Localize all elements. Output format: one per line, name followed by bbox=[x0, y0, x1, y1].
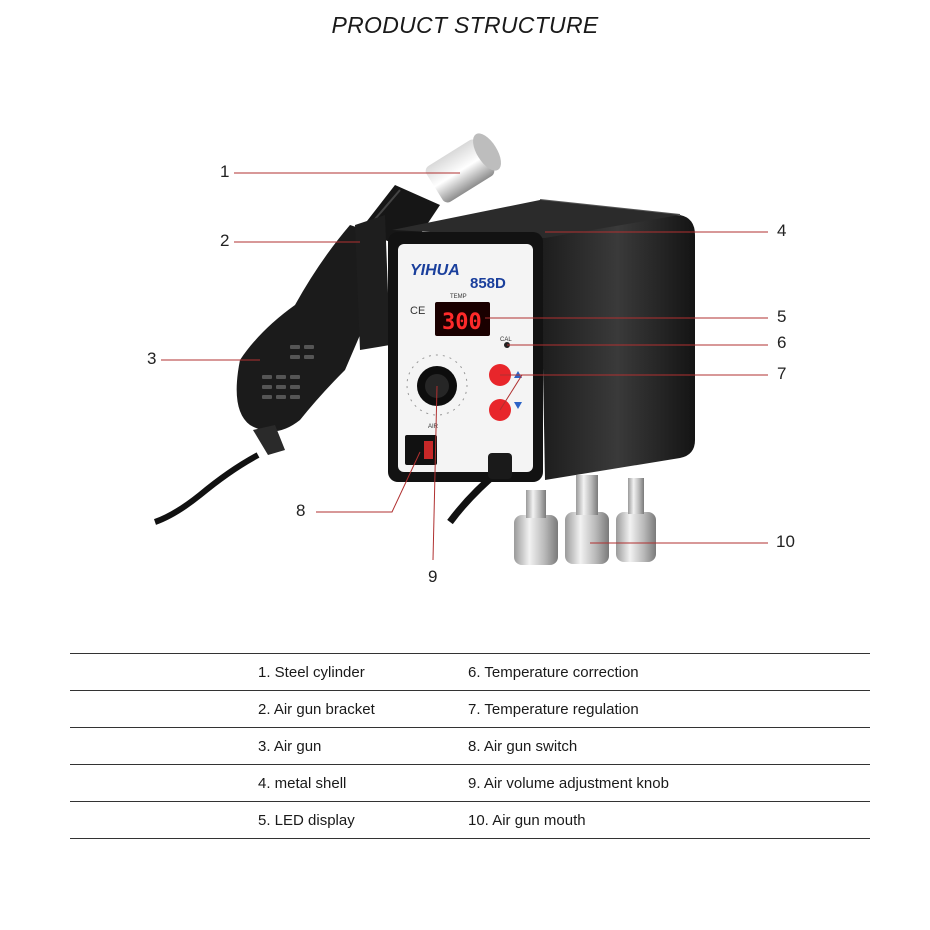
brand-logo: YIHUA bbox=[410, 262, 460, 279]
model-label: 858D bbox=[470, 275, 506, 292]
callout-9: 9 bbox=[428, 567, 438, 586]
down-arrow-icon bbox=[514, 402, 522, 409]
callout-4: 4 bbox=[777, 221, 787, 240]
callout-2: 2 bbox=[220, 231, 230, 250]
part-label: 7. Temperature regulation bbox=[468, 690, 870, 728]
table-row: 4. metal shell 9. Air volume adjustment … bbox=[70, 764, 870, 802]
ce-mark: CE bbox=[410, 305, 425, 317]
air-label: AIR bbox=[428, 424, 439, 430]
callout-6: 6 bbox=[777, 333, 787, 352]
part-label: 10. Air gun mouth bbox=[468, 801, 870, 839]
callout-1: 1 bbox=[220, 162, 230, 181]
callout-10: 10 bbox=[776, 532, 795, 551]
part-label: 8. Air gun switch bbox=[468, 727, 870, 765]
part-label: 3. Air gun bbox=[258, 727, 468, 765]
callout-5: 5 bbox=[777, 307, 787, 326]
steel-cylinder bbox=[425, 133, 501, 203]
metal-shell bbox=[540, 200, 695, 480]
table-row: 3. Air gun 8. Air gun switch bbox=[70, 727, 870, 765]
part-label: 2. Air gun bracket bbox=[258, 690, 468, 728]
callout-7: 7 bbox=[777, 364, 787, 383]
led-value: 300 bbox=[442, 310, 482, 335]
front-panel: YIHUA 858D TEMP CE 300 CAL AIR bbox=[388, 232, 543, 482]
table-row: 5. LED display 10. Air gun mouth bbox=[70, 801, 870, 839]
table-row: 1. Steel cylinder 6. Temperature correct… bbox=[70, 653, 870, 691]
part-label: 4. metal shell bbox=[258, 764, 468, 802]
air-gun-cable bbox=[153, 452, 260, 525]
part-label: 6. Temperature correction bbox=[468, 653, 870, 691]
air-gun-mouths bbox=[514, 475, 656, 565]
cable-socket bbox=[488, 453, 512, 479]
part-label: 5. LED display bbox=[258, 801, 468, 839]
callout-8: 8 bbox=[296, 501, 306, 520]
table-row: 2. Air gun bracket 7. Temperature regula… bbox=[70, 690, 870, 728]
page-title: PRODUCT STRUCTURE bbox=[331, 12, 599, 38]
callout-lines bbox=[161, 172, 768, 561]
display-caption: TEMP bbox=[450, 294, 467, 300]
callout-3: 3 bbox=[147, 349, 157, 368]
part-label: 9. Air volume adjustment knob bbox=[468, 764, 870, 802]
led-display bbox=[435, 302, 490, 336]
air-gun-bracket bbox=[355, 215, 390, 350]
parts-table: 1. Steel cylinder 6. Temperature correct… bbox=[70, 653, 870, 839]
cal-label: CAL bbox=[500, 337, 512, 343]
part-label: 1. Steel cylinder bbox=[258, 653, 468, 691]
